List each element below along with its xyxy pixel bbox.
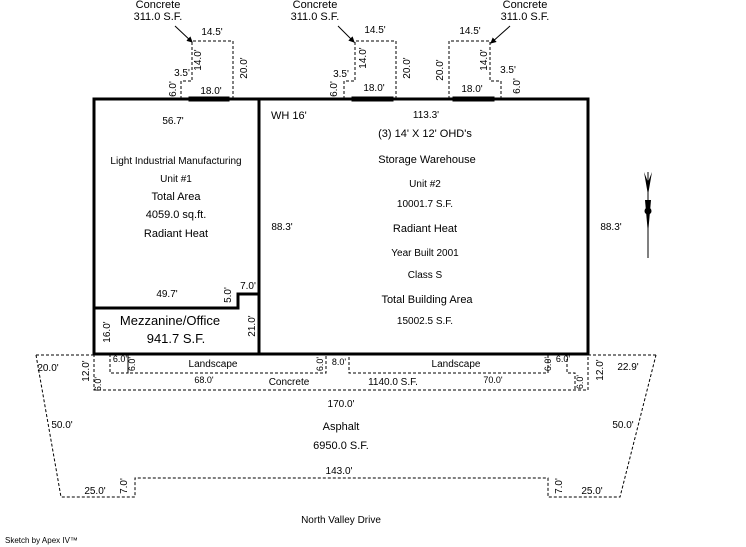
unit-name: Light Industrial Manufacturing	[110, 156, 241, 167]
pad-area: 311.0 S.F.	[291, 11, 340, 23]
landscape-area-1	[127, 353, 327, 374]
dim: 25.0'	[581, 486, 602, 497]
dim: 6.0'	[543, 357, 553, 372]
landscape-area-2	[348, 353, 549, 374]
landscape-label: Landscape	[432, 359, 481, 370]
unit-name: Storage Warehouse	[378, 154, 475, 166]
pad-label: Concrete	[503, 0, 548, 11]
concrete-pad-1: Concrete 311.0 S.F. 14.5' 14.0' 3.5' 6.0…	[134, 0, 250, 102]
dim: 14.0'	[193, 49, 204, 70]
pad-label: Concrete	[136, 0, 181, 11]
mezzanine-office: Mezzanine/Office 941.7 S.F. 16.0' 21.0'	[102, 313, 258, 346]
dim: 20.0'	[37, 363, 58, 374]
dim: 6.0'	[575, 375, 585, 390]
dim: 7.0'	[240, 281, 256, 292]
unit-area: 4059.0 sq.ft.	[146, 209, 207, 221]
dim: 14.5'	[201, 27, 222, 38]
dim: 14.0'	[358, 47, 369, 68]
year-built: Year Built 2001	[391, 248, 459, 259]
overhead-doors: (3) 14' X 12' OHD's	[378, 128, 472, 140]
dim: 22.9'	[617, 362, 638, 373]
dim: 16.0'	[102, 321, 113, 342]
dim: 25.0'	[84, 486, 105, 497]
dim: 49.7'	[156, 289, 177, 300]
dim: 12.0'	[81, 360, 92, 381]
dim: 20.0'	[435, 59, 446, 80]
dim: 6.0'	[93, 377, 103, 392]
area-label: Total Area	[152, 191, 202, 203]
dim: 6.0'	[512, 78, 523, 94]
dim: 6.0'	[329, 81, 340, 97]
dim: 5.0'	[223, 287, 234, 303]
pad-label: Concrete	[293, 0, 338, 11]
dim: 68.0'	[194, 375, 214, 385]
asphalt-outline	[35, 354, 657, 498]
concrete-pad-3: Concrete 311.0 S.F. 14.5' 14.0' 3.5' 6.0…	[435, 0, 550, 102]
dim: 14.0'	[479, 49, 490, 70]
dim: 3.5'	[500, 65, 516, 76]
unit-number: Unit #1	[160, 174, 192, 185]
asphalt-label: Asphalt	[323, 421, 360, 433]
dim: 113.3'	[413, 110, 439, 121]
landscape-label: Landscape	[189, 359, 238, 370]
dim: 21.0'	[247, 315, 258, 336]
dim: 7.0'	[119, 478, 130, 494]
concrete-label: Concrete	[269, 377, 310, 388]
dim: 14.5'	[459, 26, 480, 37]
mezzanine-area: 941.7 S.F.	[147, 331, 206, 346]
dim: 170.0'	[328, 399, 355, 410]
street-name: North Valley Drive	[301, 515, 381, 526]
dim: 6.0'	[556, 354, 571, 364]
dim: 88.3'	[271, 222, 292, 233]
wall-height: WH 16'	[271, 110, 307, 122]
pad-area: 311.0 S.F.	[134, 11, 183, 23]
asphalt-area: 6950.0 S.F.	[313, 440, 369, 452]
building-class: Class S	[408, 270, 443, 281]
dim: 6.0'	[127, 357, 137, 372]
unit-1: 56.7' Light Industrial Manufacturing Uni…	[110, 116, 256, 303]
dim: 3.5'	[174, 68, 190, 79]
north-arrow-icon	[644, 172, 652, 258]
dim: 18.0'	[363, 83, 384, 94]
dim: 56.7'	[162, 116, 183, 127]
unit-number: Unit #2	[409, 179, 441, 190]
total-area-label: Total Building Area	[381, 294, 473, 306]
pad-area: 311.0 S.F.	[501, 11, 550, 23]
heat-type: Radiant Heat	[393, 223, 457, 235]
mezzanine-name: Mezzanine/Office	[120, 313, 220, 328]
dim: 50.0'	[612, 420, 633, 431]
dim: 20.0'	[239, 57, 250, 78]
dim: 143.0'	[326, 466, 353, 477]
heat-type: Radiant Heat	[144, 228, 208, 240]
dim: 18.0'	[461, 84, 482, 95]
total-area: 15002.5 S.F.	[397, 316, 453, 327]
dim: 70.0'	[483, 375, 503, 385]
dim: 50.0'	[51, 420, 72, 431]
dim: 8.0'	[332, 357, 347, 367]
site-front: 20.0' 12.0' 6.0' 6.0' 6.0' Landscape 6.0…	[35, 353, 657, 498]
unit-area: 10001.7 S.F.	[397, 199, 453, 210]
concrete-area: 1140.0 S.F.	[368, 377, 418, 388]
concrete-pad-2: Concrete 311.0 S.F. 14.5' 14.0' 3.5' 6.0…	[291, 0, 413, 102]
dim: 6.0'	[168, 81, 179, 97]
dim: 18.0'	[200, 86, 221, 97]
dim: 12.0'	[595, 359, 606, 380]
dim: 6.0'	[315, 357, 325, 372]
dim: 88.3'	[600, 222, 621, 233]
dim: 7.0'	[554, 478, 565, 494]
dim: 3.5'	[333, 69, 349, 80]
dim: 14.5'	[364, 25, 385, 36]
unit-2: WH 16' 113.3' (3) 14' X 12' OHD's Storag…	[271, 110, 622, 327]
building-outline	[92, 97, 590, 356]
sketch-credit: Sketch by Apex IV™	[5, 536, 78, 545]
dim: 20.0'	[402, 57, 413, 78]
dim: 6.0'	[113, 354, 128, 364]
